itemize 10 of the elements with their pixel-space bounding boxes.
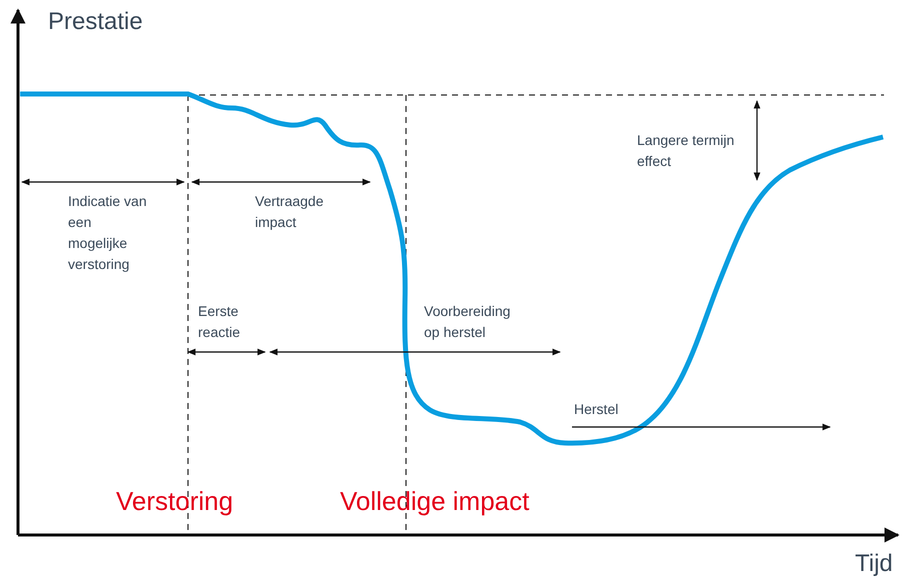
- axis-label: Prestatie: [48, 7, 143, 37]
- span-label: Voorbereiding op herstel: [424, 302, 512, 342]
- span-label: Langere termijn effect: [637, 131, 736, 171]
- span-label: Vertraagde impact: [255, 192, 324, 232]
- event-label: Volledige impact: [340, 485, 530, 518]
- event-label: Verstoring: [116, 485, 234, 518]
- axis-label: Tijd: [855, 549, 893, 579]
- span-label: Herstel: [574, 400, 618, 419]
- span-label: Indicatie van een mogelijke verstoring: [68, 192, 148, 274]
- span-label: Eerste reactie: [198, 302, 242, 342]
